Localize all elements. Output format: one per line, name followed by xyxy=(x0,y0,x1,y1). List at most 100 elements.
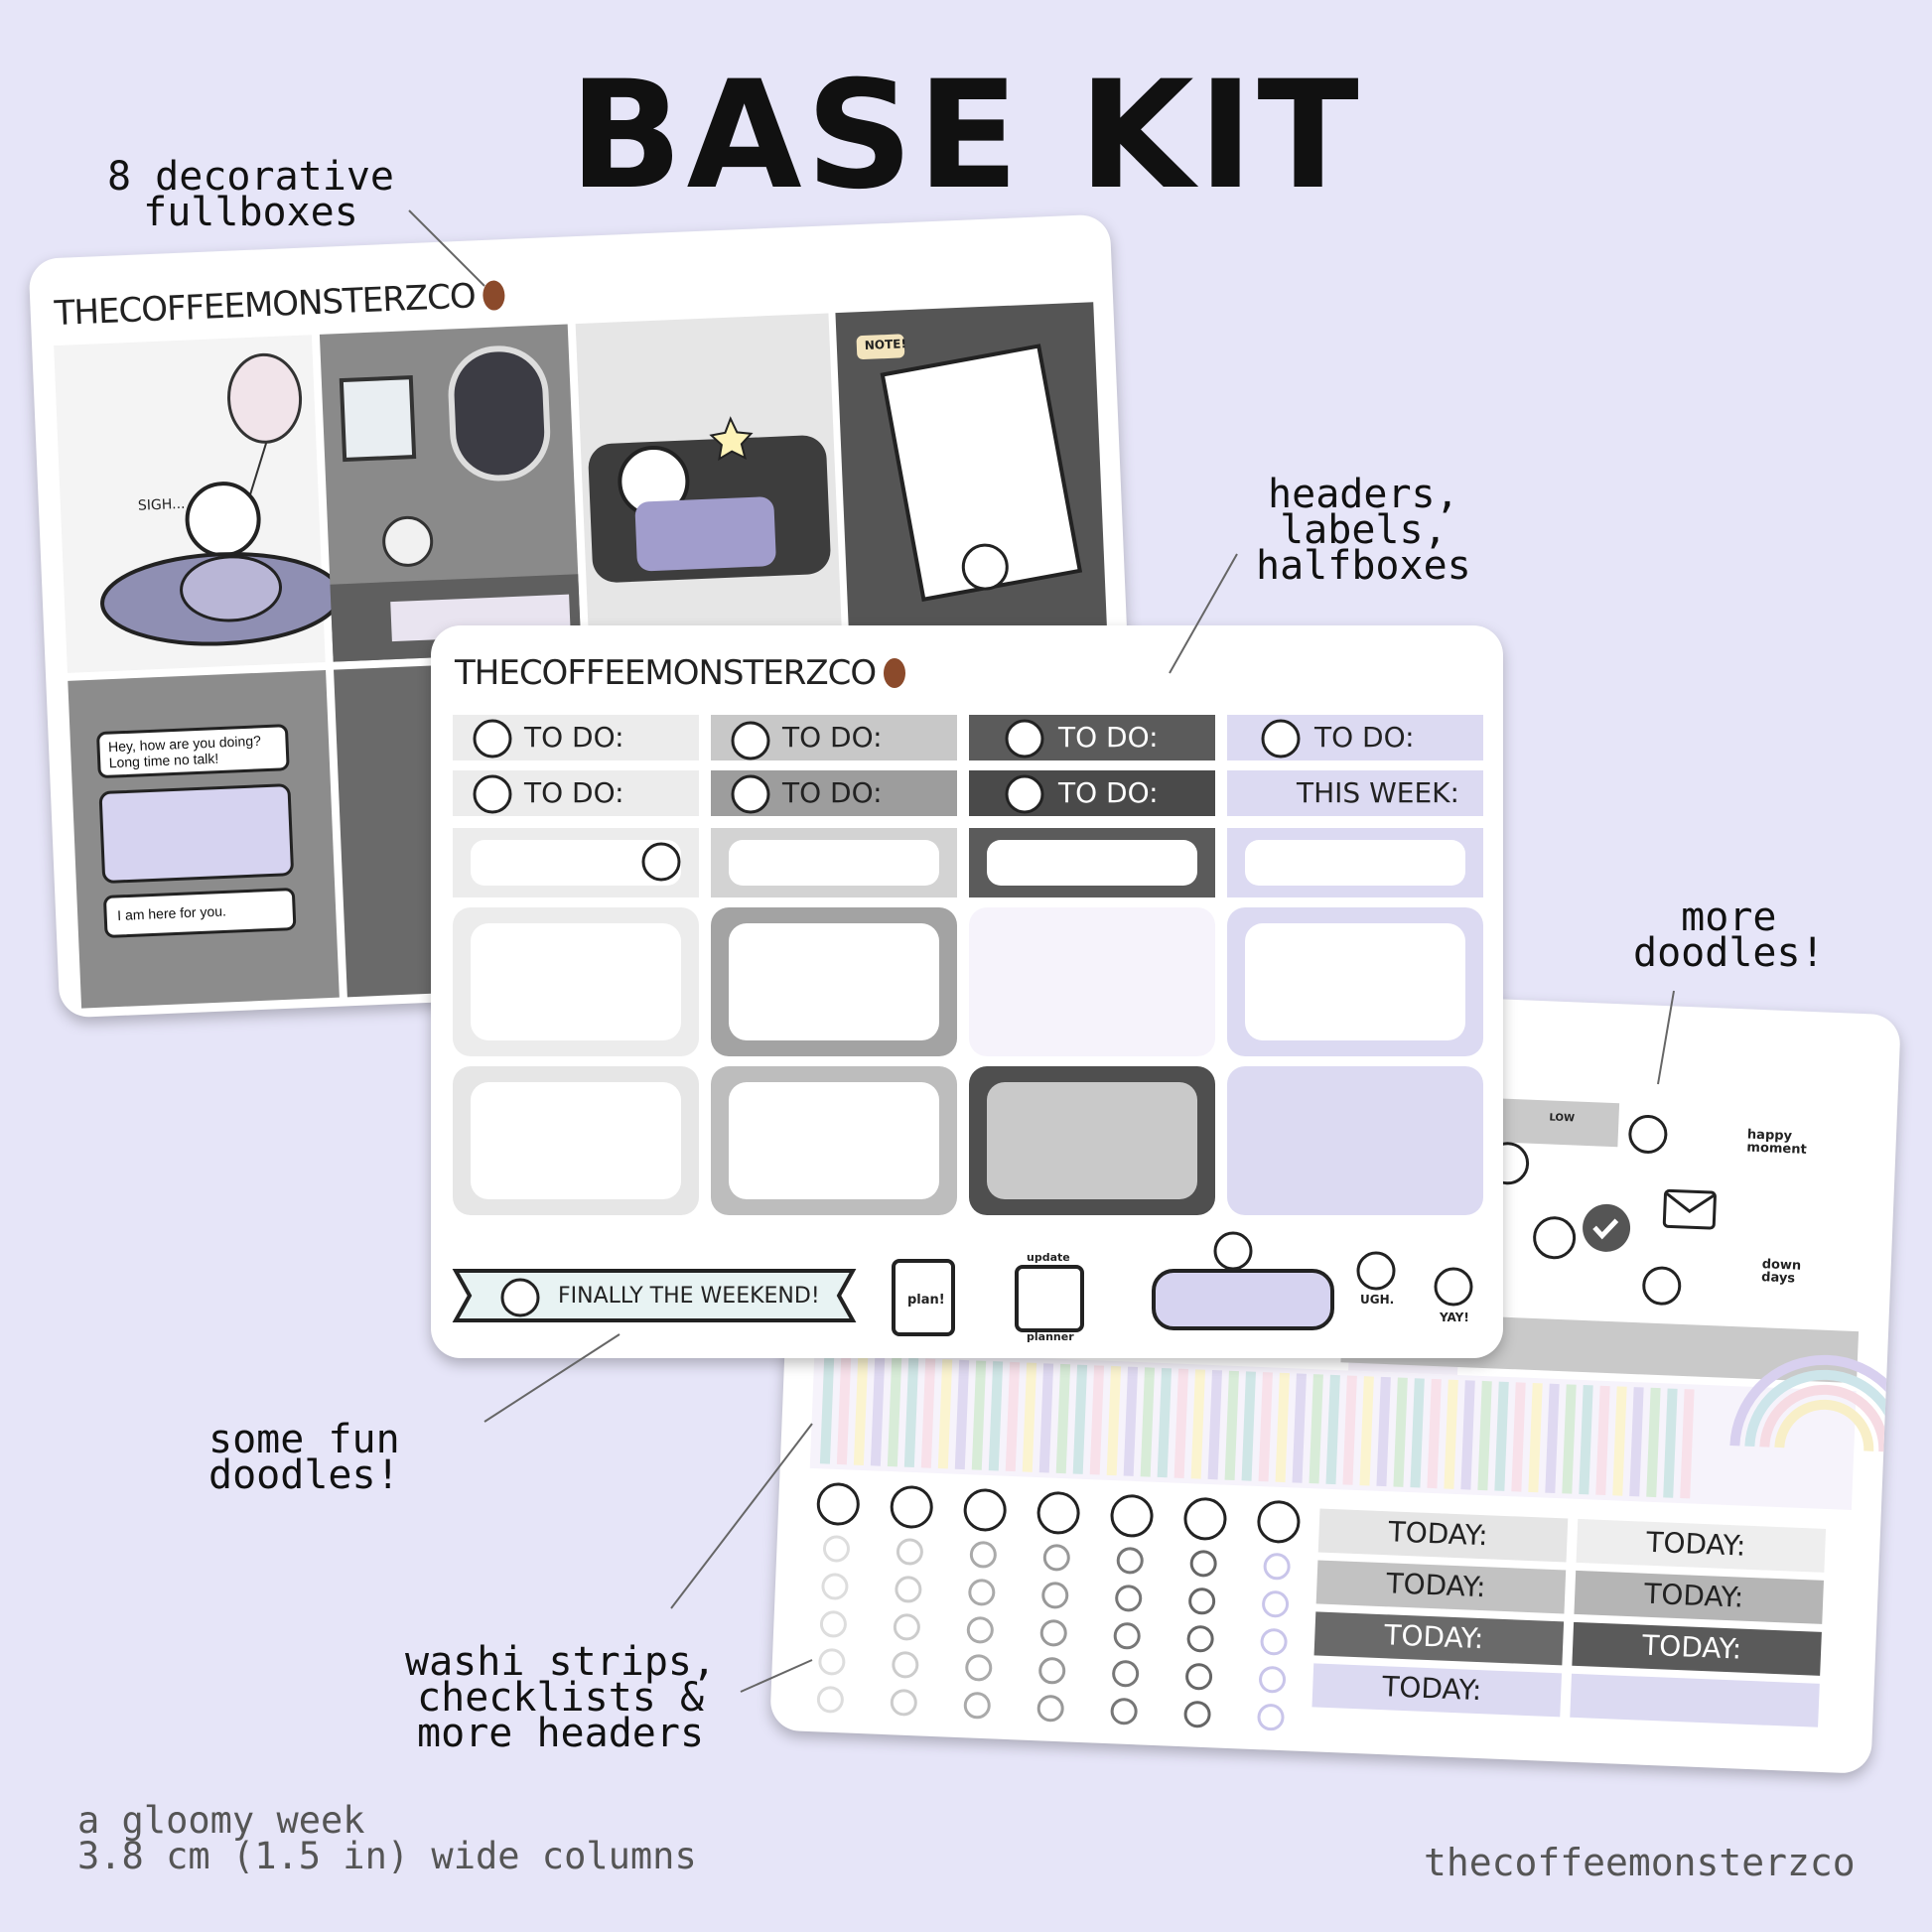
checklist-circle xyxy=(893,1613,920,1641)
down-days-label: down days xyxy=(1760,1257,1802,1287)
washi-stripe xyxy=(1410,1378,1425,1488)
washi-stripe xyxy=(1359,1376,1374,1486)
todo-header-7: TO DO: xyxy=(1058,776,1159,809)
checklist-circle xyxy=(1042,1544,1070,1572)
face-icon xyxy=(1356,1251,1396,1291)
washi-stripe xyxy=(853,1355,869,1466)
this-week-header: THIS WEEK: xyxy=(1297,776,1459,809)
checklist-circle xyxy=(965,1654,993,1682)
today-header-1: TODAY: xyxy=(1387,1515,1489,1553)
washi-stripe xyxy=(1595,1385,1610,1496)
washi-stripe xyxy=(1140,1367,1156,1477)
checklist-circle xyxy=(1260,1628,1288,1656)
washi-stripe xyxy=(954,1359,970,1470)
face-icon xyxy=(1257,1500,1301,1544)
sticker-sheet-headers: THECOFFEEMONSTERZCO xyxy=(431,625,1503,1358)
today-header-2: TODAY: xyxy=(1385,1567,1487,1604)
face-icon xyxy=(1434,1267,1473,1307)
todo-header-1: TO DO: xyxy=(524,721,624,754)
sheet1-art xyxy=(54,302,1108,1009)
washi-stripe xyxy=(1207,1370,1222,1480)
today-header-6: TODAY: xyxy=(1643,1577,1744,1614)
checklist-circle xyxy=(1113,1622,1141,1650)
annotation-headers: headers, labels, halfboxes xyxy=(1256,472,1471,589)
today-header-3: TODAY: xyxy=(1383,1618,1485,1656)
washi-stripe xyxy=(1545,1383,1560,1493)
washi-stripe xyxy=(1612,1386,1627,1496)
today-header-4: TODAY: xyxy=(1381,1670,1482,1708)
page-title: BASE KIT xyxy=(569,50,1363,222)
checklist-circle xyxy=(1110,1698,1138,1725)
washi-stripe xyxy=(1562,1384,1577,1494)
annotation-washi: washi strips, checklists & more headers xyxy=(405,1639,717,1756)
weekend-banner xyxy=(452,1269,857,1322)
washi-stripe xyxy=(1477,1380,1492,1491)
yay-label: YAY! xyxy=(1440,1311,1469,1324)
todo-header-4: TO DO: xyxy=(1314,721,1415,754)
checklist-circle xyxy=(1036,1695,1064,1723)
todo-header-5: TO DO: xyxy=(524,776,624,809)
washi-stripe xyxy=(819,1354,835,1464)
washi-stripe xyxy=(870,1356,886,1466)
washi-stripe xyxy=(1157,1367,1173,1478)
checklist-circle xyxy=(1188,1587,1216,1615)
planner-label: planner xyxy=(1027,1330,1074,1343)
checklist-circle xyxy=(1115,1585,1143,1612)
washi-stripe xyxy=(1528,1382,1543,1493)
washi-stripe xyxy=(1427,1378,1442,1489)
washi-stripe xyxy=(1072,1364,1088,1474)
washi-stripe xyxy=(971,1360,987,1470)
washi-stripe xyxy=(920,1358,936,1468)
washi-stripe xyxy=(988,1361,1004,1471)
washi-stripe xyxy=(1342,1375,1357,1485)
today-header-7: TODAY: xyxy=(1641,1628,1742,1666)
battery-low-label: LOW xyxy=(1549,1112,1576,1125)
fullbox-note xyxy=(835,302,1108,640)
checklist-circle xyxy=(818,1648,846,1676)
washi-stripe xyxy=(1241,1371,1256,1481)
checklist-circle xyxy=(896,1538,923,1566)
face-icon xyxy=(890,1485,933,1529)
label-boxes xyxy=(453,828,1483,897)
note-tag: NOTE! xyxy=(864,337,907,352)
sheet2-brand: THECOFFEEMONSTERZCO xyxy=(455,653,906,693)
annotation-fun-doodles: some fun doodles! xyxy=(208,1417,400,1498)
sticker-sheet-fullboxes: THECOFFEEMONSTERZCO xyxy=(28,213,1142,1019)
checklist-circle xyxy=(1116,1547,1144,1575)
checklist-circle xyxy=(822,1535,850,1563)
washi-stripe xyxy=(1123,1366,1139,1476)
planner-book-icon xyxy=(892,1259,955,1336)
washi-stripe xyxy=(1022,1362,1037,1472)
fullbox-sleeping xyxy=(575,313,843,651)
washi-stripe xyxy=(1292,1373,1307,1483)
update-label: update xyxy=(1027,1251,1070,1264)
checklist-circle xyxy=(969,1541,997,1569)
sheet2-art xyxy=(452,715,1483,1336)
checklist-circle xyxy=(1041,1582,1069,1609)
washi-stripe xyxy=(1629,1387,1644,1497)
speech-bubble xyxy=(1152,1269,1334,1330)
column-width: 3.8 cm (1.5 in) wide columns xyxy=(77,1835,697,1877)
checklist-circle xyxy=(816,1686,844,1714)
washi-stripe xyxy=(1106,1365,1122,1476)
washi-stripe xyxy=(1005,1361,1021,1472)
checklist-circle xyxy=(892,1651,919,1679)
washi-stripe xyxy=(1275,1372,1290,1483)
annotation-fullboxes: 8 decorative fullboxes xyxy=(107,154,394,235)
todo-header-6: TO DO: xyxy=(782,776,883,809)
washi-stripe xyxy=(1038,1363,1054,1473)
washi-stripe xyxy=(1224,1370,1239,1481)
checklist-circle xyxy=(1112,1660,1140,1688)
washi-stripe xyxy=(836,1355,852,1465)
face-icon xyxy=(963,1488,1007,1532)
washi-stripe xyxy=(1258,1372,1273,1482)
washi-stripe xyxy=(1579,1385,1593,1495)
washi-stripe xyxy=(887,1357,902,1467)
footer-brand: thecoffeemonsterzco xyxy=(1424,1841,1856,1884)
checklist-circle xyxy=(1262,1590,1290,1618)
checklist-circle xyxy=(1189,1550,1217,1578)
washi-stripe xyxy=(1663,1388,1678,1498)
update-planner-icon xyxy=(1015,1265,1084,1332)
annotation-more-doodles: more doodles! xyxy=(1633,895,1825,976)
washi-stripe xyxy=(1376,1376,1391,1487)
